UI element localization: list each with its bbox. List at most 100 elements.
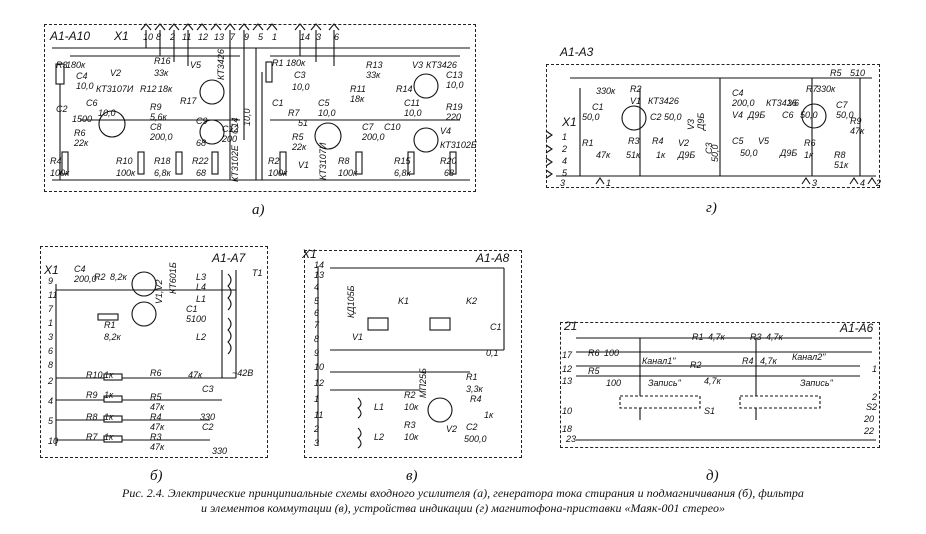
- svg-text:C7: C7: [362, 122, 374, 132]
- svg-text:20: 20: [863, 414, 874, 424]
- svg-text:200,0: 200,0: [361, 132, 385, 142]
- svg-text:33к: 33к: [366, 70, 381, 80]
- panel-a-header: A1-A10: [49, 29, 90, 43]
- pin-label: 10: [143, 32, 153, 42]
- svg-text:200,0: 200,0: [73, 274, 97, 284]
- svg-text:КТ3426: КТ3426: [216, 49, 226, 80]
- svg-text:200,0: 200,0: [731, 98, 755, 108]
- svg-text:100к: 100к: [50, 168, 70, 178]
- pin-label: 14: [300, 32, 310, 42]
- svg-text:R6: R6: [74, 128, 86, 138]
- svg-text:C13: C13: [446, 70, 463, 80]
- svg-text:R20: R20: [440, 156, 457, 166]
- panel-d-frame: [560, 322, 880, 448]
- svg-text:47к: 47к: [150, 442, 165, 452]
- svg-text:C1: C1: [272, 98, 284, 108]
- svg-text:11: 11: [314, 410, 323, 420]
- svg-text:C12: C12: [222, 124, 239, 134]
- svg-text:R3: R3: [150, 432, 162, 442]
- svg-text:12: 12: [314, 378, 324, 388]
- svg-text:R14: R14: [396, 84, 413, 94]
- svg-text:1к: 1к: [104, 412, 114, 422]
- svg-text:C6: C6: [782, 110, 794, 120]
- panel-a: A1-A10 X1 10 8 2 11 12 13 7 9 5 1 14 3 6: [49, 23, 478, 218]
- caption-line-1: Рис. 2.4. Электрические принципиальные с…: [122, 486, 804, 500]
- svg-text:330к: 330к: [596, 86, 616, 96]
- svg-text:V3: V3: [412, 60, 423, 70]
- svg-text:4,7к: 4,7к: [766, 332, 784, 342]
- panel-g-sublabel: г): [706, 200, 717, 216]
- svg-text:R1: R1: [466, 372, 478, 382]
- svg-text:КТ3102Е: КТ3102Е: [440, 140, 478, 150]
- svg-text:100к: 100к: [116, 168, 136, 178]
- svg-text:5: 5: [48, 416, 54, 426]
- svg-text:1: 1: [48, 318, 53, 328]
- svg-text:5: 5: [562, 168, 568, 178]
- svg-text:R3: R3: [56, 60, 68, 70]
- svg-text:4,7к: 4,7к: [704, 376, 722, 386]
- svg-text:C3: C3: [294, 70, 306, 80]
- svg-text:2: 2: [561, 144, 567, 154]
- svg-text:R3: R3: [750, 332, 762, 342]
- svg-text:50,0: 50,0: [664, 112, 682, 122]
- svg-text:L2: L2: [196, 332, 206, 342]
- caption-line-2: и элементов коммутации (в), устройства и…: [201, 501, 725, 515]
- svg-text:R3: R3: [404, 420, 416, 430]
- panel-v-header: A1-A8: [475, 251, 510, 265]
- svg-text:5,6к: 5,6к: [150, 112, 168, 122]
- svg-text:1к: 1к: [104, 390, 114, 400]
- pin-label: 1: [272, 32, 277, 42]
- svg-text:R9: R9: [86, 390, 98, 400]
- panel-v: A1-A8 X1 14 13 4 5 6 7 8 9 10 12 1 11 2 …: [301, 247, 510, 484]
- svg-text:Канал2": Канал2": [792, 352, 826, 362]
- svg-text:3: 3: [812, 178, 817, 188]
- panel-v-sublabel: в): [406, 468, 418, 484]
- svg-text:R5: R5: [588, 366, 600, 376]
- pin-label: 12: [198, 32, 208, 42]
- svg-text:10,0: 10,0: [292, 82, 310, 92]
- svg-text:5: 5: [314, 296, 320, 306]
- svg-text:R4: R4: [150, 412, 162, 422]
- svg-text:10,0: 10,0: [318, 108, 336, 118]
- panel-b-sublabel: б): [150, 468, 163, 484]
- svg-text:47к: 47к: [150, 422, 165, 432]
- svg-text:3,3к: 3,3к: [466, 384, 484, 394]
- pin-label: 3: [316, 32, 321, 42]
- svg-text:51к: 51к: [626, 150, 641, 160]
- svg-text:C8: C8: [150, 122, 162, 132]
- svg-text:C5: C5: [732, 136, 744, 146]
- svg-text:L1: L1: [196, 294, 206, 304]
- svg-text:220: 220: [445, 112, 461, 122]
- svg-text:Д9Б: Д9Б: [696, 113, 706, 131]
- svg-text:22: 22: [863, 426, 874, 436]
- svg-text:R1: R1: [272, 58, 284, 68]
- svg-text:V2: V2: [678, 138, 689, 148]
- panel-b-connector: X1: [43, 263, 59, 277]
- svg-text:S1: S1: [704, 406, 715, 416]
- svg-text:КТ3102Е: КТ3102Е: [230, 144, 240, 182]
- svg-text:2: 2: [47, 376, 53, 386]
- svg-text:V2: V2: [110, 68, 121, 78]
- svg-text:10: 10: [314, 362, 324, 372]
- svg-text:L4: L4: [196, 282, 206, 292]
- svg-text:C14: C14: [230, 117, 240, 134]
- svg-text:R1: R1: [104, 320, 116, 330]
- svg-text:50,0: 50,0: [740, 148, 758, 158]
- svg-text:1500: 1500: [72, 114, 92, 124]
- svg-text:R19: R19: [446, 102, 463, 112]
- panel-b-frame: [40, 246, 268, 458]
- svg-text:4: 4: [48, 396, 53, 406]
- svg-text:V1: V1: [298, 160, 309, 170]
- svg-text:C1: C1: [490, 322, 502, 332]
- svg-text:КТ3426: КТ3426: [648, 96, 679, 106]
- pin-label: 11: [182, 32, 191, 42]
- svg-text:V2: V2: [446, 424, 457, 434]
- svg-text:C4: C4: [76, 71, 88, 81]
- svg-text:3: 3: [560, 178, 565, 188]
- svg-text:R8: R8: [834, 150, 846, 160]
- svg-text:1: 1: [606, 178, 611, 188]
- svg-text:2: 2: [875, 178, 881, 188]
- svg-text:V4: V4: [440, 126, 451, 136]
- svg-text:180к: 180к: [286, 58, 306, 68]
